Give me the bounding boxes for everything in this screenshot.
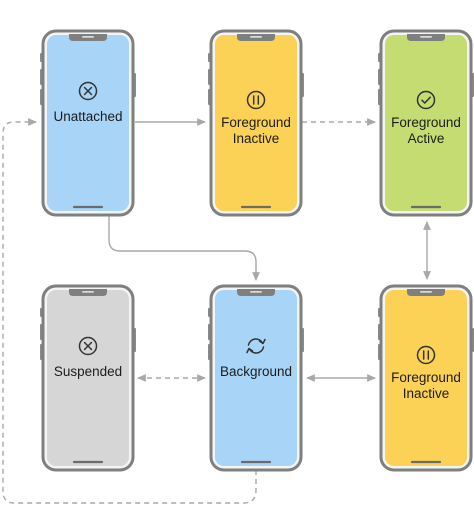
state-label-line1: Foreground	[391, 115, 461, 130]
speaker-grille	[420, 291, 432, 293]
x-circle-icon	[78, 81, 98, 101]
pause-circle-icon	[246, 90, 266, 110]
speaker-grille	[250, 36, 262, 38]
phone-unattached: Unattached	[40, 29, 136, 217]
state-label-line1: Foreground	[391, 370, 461, 385]
speaker-grille	[82, 36, 94, 38]
phone-screen	[215, 290, 297, 466]
check-circle-icon	[416, 90, 436, 110]
phone-background: Background	[208, 284, 304, 472]
phone-suspended: Suspended	[40, 284, 136, 472]
state-label-line2: Active	[408, 131, 445, 146]
connectors	[2, 118, 431, 504]
speaker-grille	[250, 291, 262, 293]
state-label-line2: Inactive	[233, 131, 280, 146]
state-label-line1: Unattached	[53, 109, 122, 124]
speaker-grille	[82, 291, 94, 293]
state-label-line1: Background	[220, 364, 292, 379]
phone-screen	[215, 35, 297, 211]
pause-circle-icon	[416, 345, 436, 365]
arrow-suspended-to-unattached	[2, 118, 257, 504]
refresh-arrows-icon	[246, 338, 266, 354]
phone-screen	[385, 35, 467, 211]
state-label-line1: Foreground	[221, 115, 291, 130]
state-label-line1: Suspended	[54, 364, 122, 379]
phone-screen	[385, 290, 467, 466]
arrow-unattached-to-background	[108, 216, 260, 281]
x-circle-icon	[78, 336, 98, 356]
phone-screen	[47, 35, 129, 211]
phone-screen	[47, 290, 129, 466]
state-label-line2: Inactive	[403, 386, 450, 401]
speaker-grille	[420, 36, 432, 38]
